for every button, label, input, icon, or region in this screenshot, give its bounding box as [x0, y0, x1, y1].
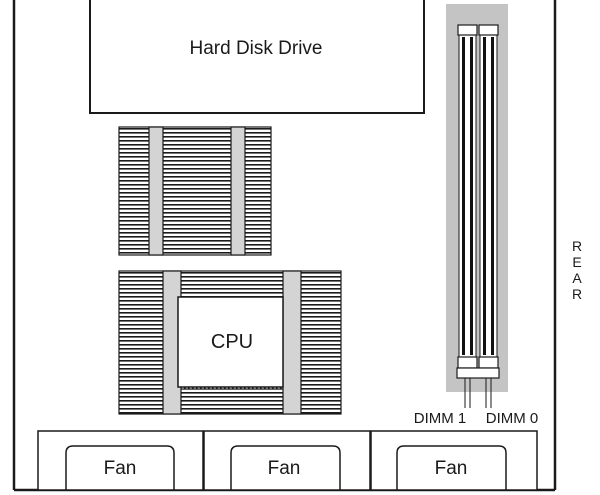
dimm-slot-tray [446, 4, 508, 392]
cpu-label: CPU [211, 331, 253, 353]
dimm-1-label: DIMM 1 [414, 410, 467, 427]
cpu-clip-right [282, 270, 302, 415]
fan-label: Fan [268, 458, 301, 479]
heatsink-clip-left [148, 126, 164, 256]
dimm-1-module [457, 24, 478, 369]
rear-letter: R [572, 238, 582, 254]
hdd-label: Hard Disk Drive [189, 38, 322, 59]
rear-side-label: R E A R [572, 238, 582, 302]
fan-label: Fan [104, 458, 137, 479]
fan-bay: Fan Fan Fan [37, 430, 538, 491]
fan-unit-1: Fan [37, 430, 204, 491]
fan-unit-2: Fan [203, 430, 371, 491]
rear-letter: E [572, 254, 581, 270]
heatsink-clip-right [230, 126, 246, 256]
hard-disk-drive: Hard Disk Drive [89, 0, 425, 114]
dimm-0-label: DIMM 0 [486, 410, 539, 427]
dimm-0-module [478, 24, 499, 369]
cpu-chip [177, 296, 284, 388]
upper-heatsink [118, 126, 272, 256]
cpu-heatsink: CPU [118, 270, 342, 415]
fan-label: Fan [435, 458, 468, 479]
rear-letter: R [572, 286, 582, 302]
dimm-leader-lines [464, 378, 492, 408]
rear-letter: A [572, 270, 582, 286]
fan-unit-3: Fan [370, 430, 538, 491]
